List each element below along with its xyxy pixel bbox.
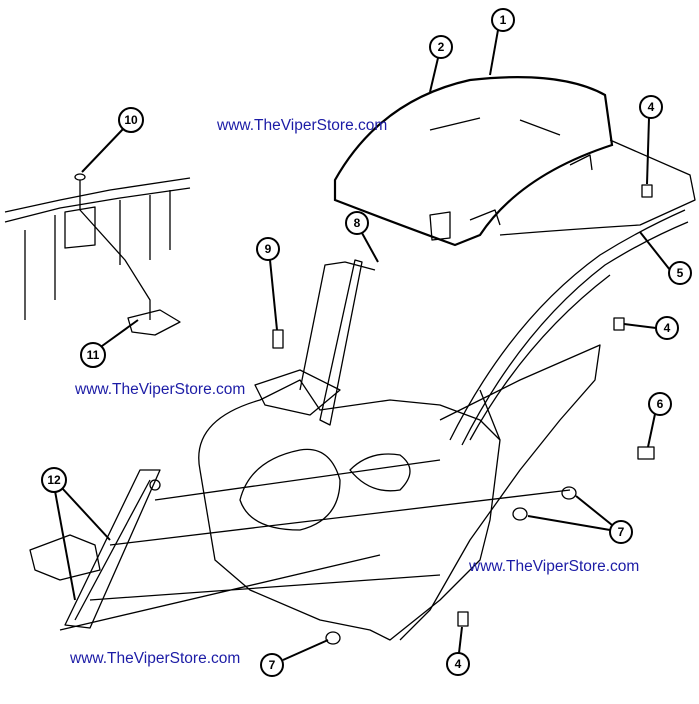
inset-door-panel: [4, 173, 191, 336]
callout-7-bottom: 7: [260, 653, 284, 677]
svg-text:9: 9: [265, 242, 272, 256]
door-inner-panel: [198, 344, 601, 641]
svg-text:2: 2: [438, 40, 445, 54]
callout-8: 8: [345, 211, 369, 235]
callout-12: 12: [41, 467, 67, 493]
callout-4-top: 4: [639, 95, 663, 119]
belt-molding: [299, 259, 376, 426]
svg-text:8: 8: [354, 216, 361, 230]
callout-2: 2: [429, 35, 453, 59]
svg-text:11: 11: [87, 348, 100, 362]
callout-6: 6: [648, 392, 672, 416]
watermark-text: www.TheViperStore.com: [469, 558, 640, 575]
fasteners: [272, 184, 655, 645]
svg-text:12: 12: [47, 473, 61, 487]
svg-text:1: 1: [500, 13, 507, 27]
svg-text:7: 7: [269, 658, 276, 672]
watermark-text: www.TheViperStore.com: [70, 650, 241, 667]
window-regulator: [29, 459, 571, 631]
door-glass: [333, 76, 696, 247]
watermark-text: www.TheViperStore.com: [75, 381, 246, 398]
leader-lines: [54, 29, 671, 661]
svg-text:5: 5: [677, 266, 684, 280]
callout-11: 11: [80, 342, 106, 368]
callout-7-right: 7: [609, 520, 633, 544]
svg-text:6: 6: [657, 397, 664, 411]
svg-text:4: 4: [648, 100, 655, 114]
svg-text:7: 7: [618, 525, 625, 539]
svg-text:4: 4: [455, 657, 462, 671]
callout-1: 1: [491, 8, 515, 32]
callout-9: 9: [256, 237, 280, 261]
watermark-text: www.TheViperStore.com: [217, 117, 388, 134]
callout-4-bottom: 4: [446, 652, 470, 676]
callout-4-mid: 4: [655, 316, 679, 340]
callout-10: 10: [118, 107, 144, 133]
svg-text:10: 10: [124, 113, 138, 127]
callout-5: 5: [668, 261, 692, 285]
svg-text:4: 4: [664, 321, 671, 335]
glass-run-channel: [449, 209, 689, 446]
